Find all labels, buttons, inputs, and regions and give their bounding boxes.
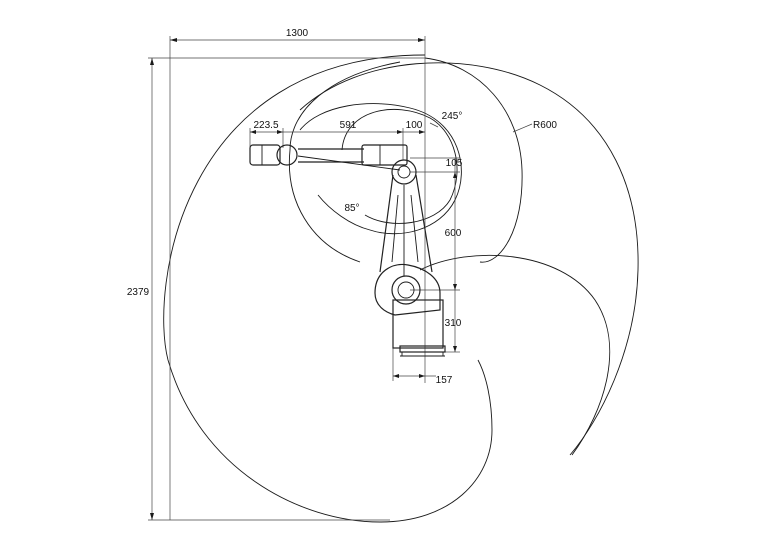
arrow xyxy=(250,130,256,134)
dim-label-total-height: 2379 xyxy=(127,287,150,298)
shoulder-joint xyxy=(391,275,421,305)
wrist-joint xyxy=(276,144,298,166)
arrow xyxy=(419,374,425,378)
arrow xyxy=(397,130,403,134)
arrow xyxy=(170,38,177,42)
shoulder-housing xyxy=(374,263,441,316)
wrist-flange xyxy=(249,144,281,166)
upper-reach-arc xyxy=(289,61,401,151)
upper-arm-detail xyxy=(410,194,419,263)
arrow xyxy=(150,58,154,65)
dim-label-base-height: 310 xyxy=(445,318,462,329)
radius-leader xyxy=(512,123,533,133)
arrow xyxy=(277,130,283,134)
forearm-housing xyxy=(361,144,408,166)
dim-label-base-offset: 157 xyxy=(436,375,453,386)
dim-label-upper-arm-length: 600 xyxy=(445,228,462,239)
left-inner-arc xyxy=(288,149,361,263)
upper-arm-detail xyxy=(391,194,399,263)
robot-base-plate xyxy=(399,345,446,353)
dim-label-forearm-length: 591 xyxy=(340,120,357,131)
arrow xyxy=(150,513,154,520)
angle-label-lower: 85° xyxy=(344,203,359,214)
dim-label-wrist-length: 223.5 xyxy=(253,120,278,131)
elbow-joint-inner xyxy=(397,165,411,179)
shoulder-reach-arc xyxy=(341,108,458,224)
radius-label: R600 xyxy=(533,120,557,131)
forearm-centerline xyxy=(297,155,401,171)
arrow xyxy=(453,172,457,178)
elbow-reach-circle xyxy=(299,103,462,235)
upper-arm xyxy=(379,174,433,273)
lower-right-curve xyxy=(419,254,611,456)
dim-label-offset: 100 xyxy=(406,120,423,131)
dim-label-total-width: 1300 xyxy=(286,28,309,39)
mid-reach-curve xyxy=(424,57,523,263)
arrow xyxy=(418,38,425,42)
angle-leader xyxy=(429,122,439,128)
outer-reach-curve xyxy=(163,54,493,523)
arrow xyxy=(419,130,425,134)
shoulder-joint-inner xyxy=(397,281,415,299)
arrow xyxy=(453,346,457,352)
arrow xyxy=(453,284,457,290)
forearm xyxy=(298,148,364,163)
robot-base xyxy=(392,299,444,349)
arrow xyxy=(393,374,399,378)
dim-label-joint-offset: 105 xyxy=(446,158,463,169)
elbow-joint xyxy=(391,159,417,185)
angle-label-upper: 245° xyxy=(442,111,463,122)
right-reach-curve xyxy=(299,62,639,456)
